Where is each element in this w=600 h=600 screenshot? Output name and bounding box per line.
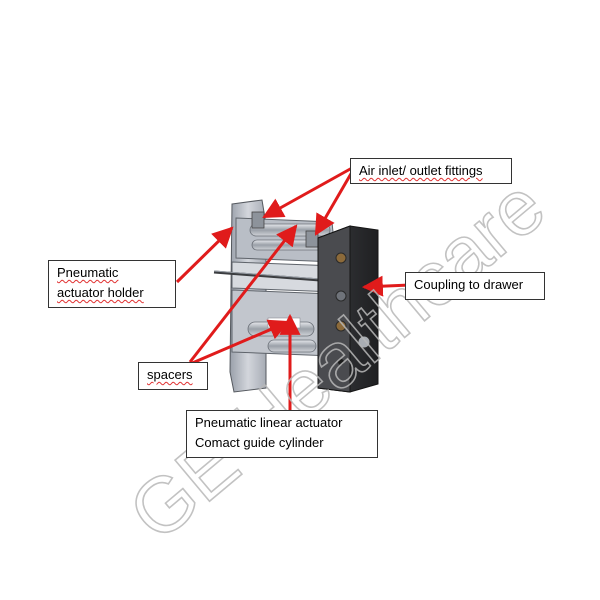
arrow-spacer-upper bbox=[188, 224, 298, 363]
arrow-spacer-lower bbox=[189, 319, 290, 366]
arrow-holder bbox=[175, 226, 234, 284]
callout-coupling-text: Coupling to drawer bbox=[414, 277, 524, 292]
piston-rod bbox=[213, 270, 321, 282]
air-fitting bbox=[251, 211, 265, 229]
callout-actuator-line1: Pneumatic linear actuator bbox=[195, 415, 343, 430]
callout-air-fittings: Air inlet/ outlet fittings bbox=[350, 158, 512, 184]
callout-holder-line2: actuator holder bbox=[57, 285, 144, 300]
bolt bbox=[357, 335, 371, 349]
callout-actuator-line2: Comact guide cylinder bbox=[195, 435, 324, 450]
piston-rod-highlight bbox=[213, 270, 321, 280]
callout-spacers-text: spacers bbox=[147, 367, 193, 382]
bolt bbox=[338, 359, 344, 365]
bolt bbox=[335, 320, 347, 332]
bolt bbox=[335, 252, 347, 264]
coupling-plate-side bbox=[317, 225, 351, 393]
arrow-air-fitting-left bbox=[262, 166, 353, 219]
watermark-text: GE Healthcare bbox=[112, 161, 560, 557]
spacer-rod bbox=[267, 339, 317, 353]
callout-holder-line1: Pneumatic bbox=[57, 265, 119, 280]
callout-linear-actuator: Pneumatic linear actuator Comact guide c… bbox=[186, 410, 378, 458]
bolt bbox=[335, 290, 347, 302]
arrow-air-fitting-right bbox=[314, 171, 354, 236]
callout-coupling: Coupling to drawer bbox=[405, 272, 545, 300]
callout-spacers: spacers bbox=[138, 362, 208, 390]
callout-arrows bbox=[175, 166, 411, 410]
arrow-coupling bbox=[361, 275, 411, 297]
callout-actuator-holder: Pneumatic actuator holder bbox=[48, 260, 176, 308]
callout-air-fittings-text: Air inlet/ outlet fittings bbox=[359, 163, 483, 178]
